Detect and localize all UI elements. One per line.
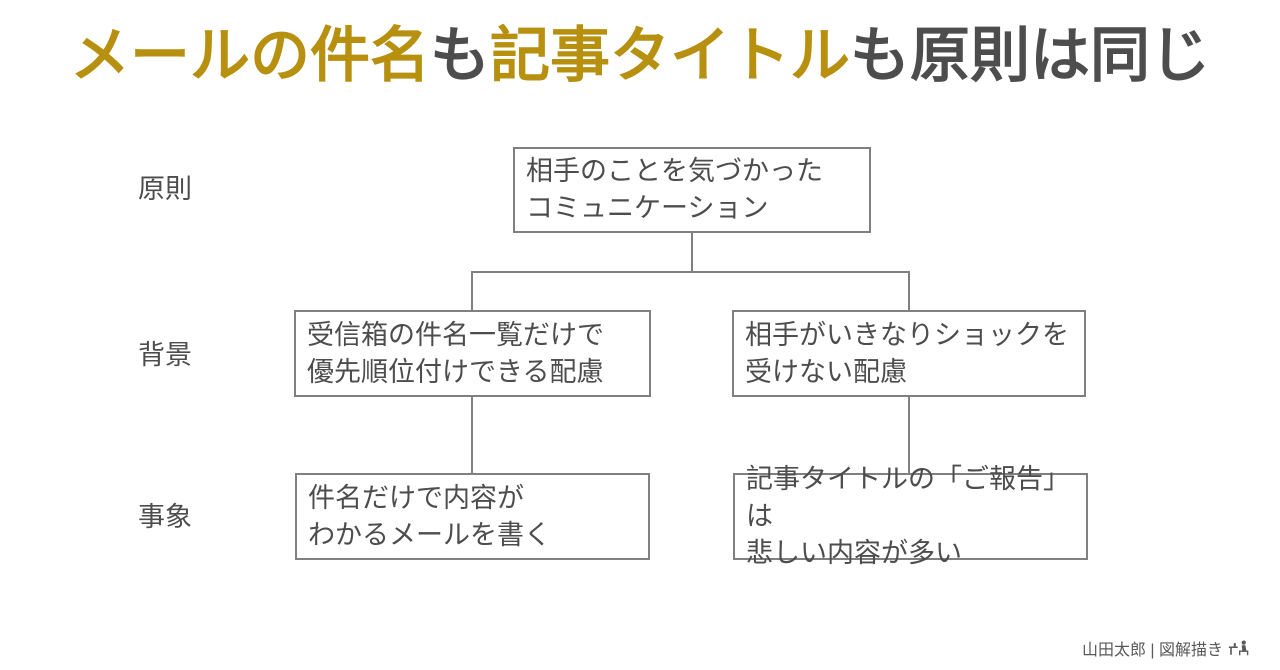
box-background-right: 相手がいきなりショックを 受けない配慮: [732, 310, 1086, 397]
connector-left-drop-2: [471, 397, 473, 473]
box-principle: 相手のことを気づかった コミュニケーション: [513, 147, 871, 233]
box-phenomenon-right: 記事タイトルの「ご報告」は 悲しい内容が多い: [733, 464, 1088, 568]
box-background-right-line-2: 受けない配慮: [745, 356, 907, 387]
row-label-phenomenon: 事象: [138, 502, 192, 532]
connector-horizontal: [471, 271, 910, 273]
box-phenomenon-left-line-1: 件名だけで内容が: [308, 482, 524, 513]
connector-top-vertical: [691, 233, 693, 273]
page-title: メールの件名も記事タイトルも原則は同じ: [0, 22, 1280, 89]
box-phenomenon-right-line-1: 記事タイトルの「ご報告」は: [746, 464, 1070, 531]
person-at-desk-icon: [1228, 639, 1250, 657]
box-phenomenon-right-line-2: 悲しい内容が多い: [746, 538, 962, 568]
box-background-left: 受信箱の件名一覧だけで 優先順位付けできる配慮: [294, 310, 651, 397]
title-segment-gold-1: メールの件名: [70, 22, 430, 89]
box-phenomenon-left-line-2: わかるメールを書く: [308, 519, 551, 550]
box-principle-line-1: 相手のことを気づかった: [526, 156, 823, 186]
credit-footer: 山田太郎 | 図解描き: [1082, 636, 1250, 660]
connector-left-drop: [471, 271, 473, 310]
connector-right-drop: [908, 271, 910, 310]
box-background-left-line-2: 優先順位付けできる配慮: [307, 356, 604, 387]
title-segment-dark-2: も原則は同じ: [850, 22, 1210, 89]
row-label-background: 背景: [138, 340, 192, 370]
credit-text: 山田太郎 | 図解描き: [1081, 642, 1223, 659]
title-segment-gold-2: 記事タイトル: [490, 22, 850, 89]
row-label-principle: 原則: [138, 174, 192, 204]
box-principle-line-2: コミュニケーション: [526, 193, 769, 223]
title-segment-dark-1: も: [430, 22, 490, 89]
box-background-left-line-1: 受信箱の件名一覧だけで: [307, 319, 604, 350]
box-phenomenon-left: 件名だけで内容が わかるメールを書く: [295, 473, 650, 560]
box-background-right-line-1: 相手がいきなりショックを: [745, 319, 1069, 350]
connector-right-drop-2: [908, 397, 910, 473]
